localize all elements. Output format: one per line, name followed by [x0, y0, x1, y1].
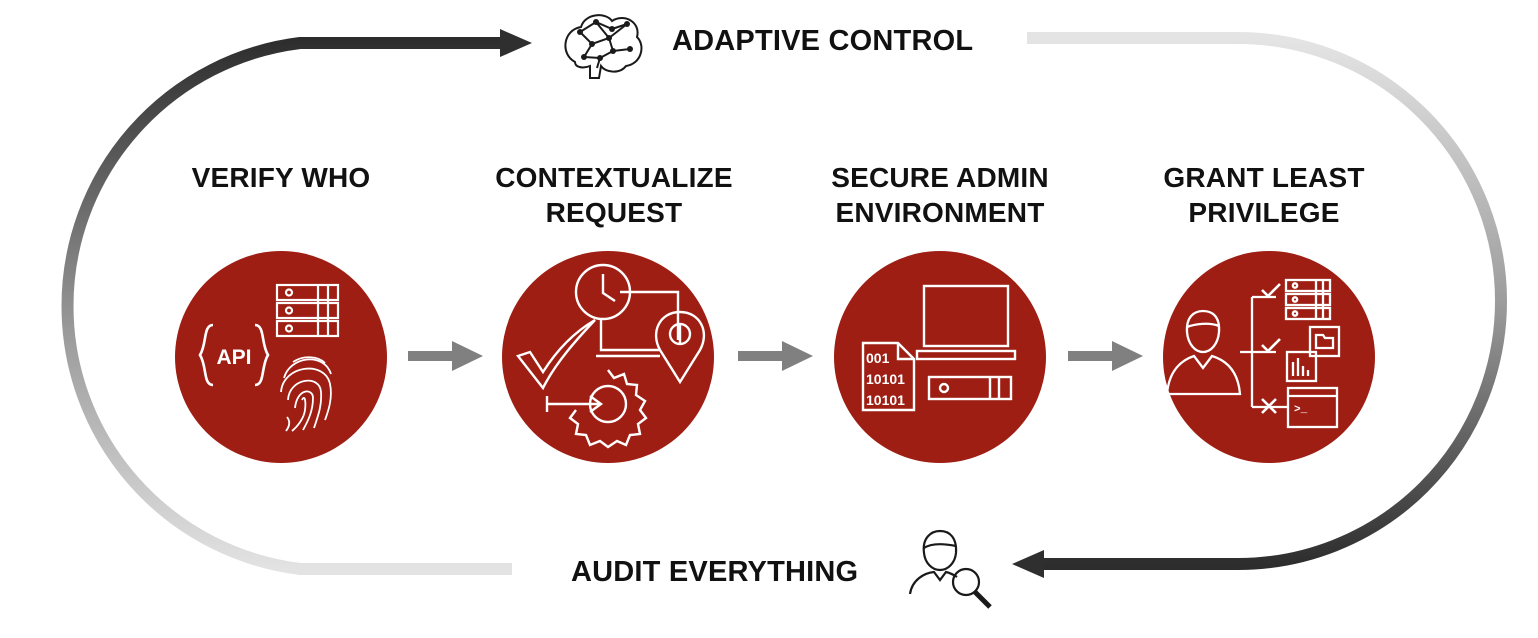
api-icon — [198, 323, 270, 387]
loop-arrow-right — [1027, 32, 1507, 570]
loop-arrowhead-bottom — [1012, 550, 1044, 578]
checkmark-icon — [516, 318, 596, 391]
loop-arrowhead-top — [500, 29, 532, 57]
step-title-line-1: CONTEXTUALIZE — [495, 162, 733, 193]
folder-icon — [1308, 325, 1341, 358]
step-title-line-2: ENVIRONMENT — [835, 197, 1045, 228]
server-rack-icon — [275, 283, 340, 338]
server-rack-icon — [1284, 278, 1332, 321]
terminal-icon — [1286, 386, 1339, 429]
terminal-prompt: >_ — [1294, 404, 1308, 416]
step-title-secure-admin: SECURE ADMIN ENVIRONMENT — [790, 160, 1090, 230]
computer-icon — [915, 284, 1017, 401]
api-icon-label: API — [216, 346, 251, 369]
connector-arrow-3 — [1068, 341, 1143, 371]
binary-line-1: 001 — [866, 350, 890, 366]
location-pin-icon — [654, 310, 706, 385]
auditor-magnifier-icon — [908, 529, 992, 609]
adaptive-control-label: ADAPTIVE CONTROL — [672, 25, 974, 57]
step-title-line-1: GRANT LEAST — [1163, 162, 1365, 193]
binary-file-icon — [861, 341, 916, 412]
step-title-contextualize: CONTEXTUALIZE REQUEST — [464, 160, 764, 230]
step-title-line-2: REQUEST — [545, 197, 683, 228]
step-title-verify: VERIFY WHO — [131, 160, 431, 195]
step-title-least-privilege: GRANT LEAST PRIVILEGE — [1114, 160, 1414, 230]
gear-icon — [545, 369, 648, 449]
audit-everything-label: AUDIT EVERYTHING — [571, 556, 859, 588]
step-circle-verify — [175, 251, 387, 463]
binary-line-3: 10101 — [866, 392, 905, 408]
chart-icon — [1285, 350, 1318, 383]
connector-arrow-2 — [738, 341, 813, 371]
step-title-line-1: SECURE ADMIN — [831, 162, 1049, 193]
fingerprint-icon — [280, 356, 332, 432]
permission-tree — [1240, 283, 1288, 414]
connector-arrow-1 — [408, 341, 483, 371]
step-title-line-1: VERIFY WHO — [191, 162, 371, 193]
step-title-line-2: PRIVILEGE — [1188, 197, 1340, 228]
binary-line-2: 10101 — [866, 371, 905, 387]
user-icon — [1165, 309, 1242, 396]
brain-network-icon — [564, 14, 643, 79]
loop-arrow-left — [61, 37, 512, 575]
